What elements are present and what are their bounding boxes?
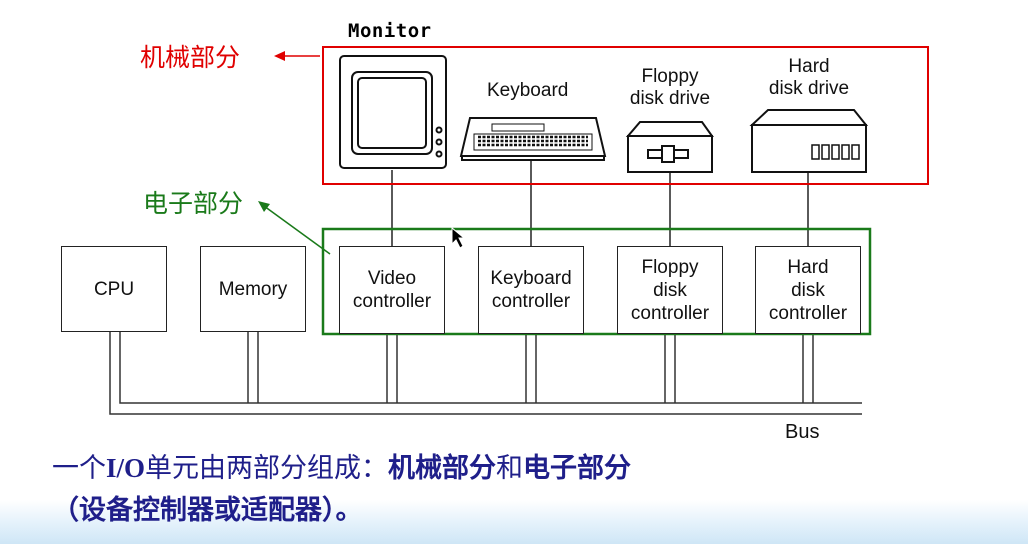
memory-box: Memory [200, 246, 306, 332]
hard-disk-controller-line1: Hard [787, 256, 829, 278]
floppy-drive-label-line2: disk drive [629, 88, 711, 109]
floppy-controller-line1: Floppy [641, 256, 699, 278]
hard-drive-label-line2: disk drive [768, 78, 850, 99]
bus [109, 332, 862, 415]
electronic-arrow [258, 201, 331, 255]
hard-disk-controller-line2: disk [791, 279, 825, 301]
video-controller-line1: Video [367, 268, 417, 289]
mechanical-arrow [274, 51, 320, 61]
caption-part3: 单元由两部分组成： [145, 453, 389, 484]
monitor-label: Monitor [348, 20, 432, 42]
mechanical-part-label: 机械部分 [140, 43, 241, 72]
hard-disk-controller-line3: controller [768, 302, 848, 324]
keyboard-icon [459, 117, 607, 161]
monitor-icon [339, 55, 447, 169]
caption-controller-note: （设备控制器或适配器）。 [52, 495, 363, 526]
floppy-drive-icon [625, 121, 714, 173]
floppy-drive-label-line1: Floppy [641, 66, 699, 87]
caption: 一个I/O单元由两部分组成：机械部分和电子部分 （设备控制器或适配器）。 [52, 447, 1012, 532]
caption-electronic: 电子部分 [523, 453, 632, 484]
floppy-controller-box: Floppy disk controller [617, 246, 723, 334]
floppy-controller-line2: disk [653, 279, 687, 301]
caption-mechanical: 机械部分 [388, 453, 497, 484]
keyboard-controller-line2: controller [491, 291, 571, 312]
electronic-part-frame [321, 227, 872, 336]
keyboard-controller-line1: Keyboard [490, 268, 572, 289]
keyboard-controller-box: Keyboard controller [478, 246, 584, 334]
floppy-drive-label: Floppy disk drive [624, 66, 716, 110]
cpu-box: CPU [61, 246, 167, 332]
memory-label: Memory [218, 278, 288, 300]
hard-disk-controller-box: Hard disk controller [755, 246, 861, 334]
caption-and: 和 [496, 453, 524, 484]
video-controller-line2: controller [352, 291, 432, 312]
bus-label: Bus [785, 421, 820, 443]
cpu-label: CPU [93, 278, 135, 300]
mechanical-part-frame [322, 46, 929, 185]
video-controller-box: Video controller [339, 246, 445, 334]
hard-drive-label-line1: Hard [788, 56, 830, 77]
decorative-wave [0, 500, 1028, 544]
electronic-part-label: 电子部分 [143, 189, 244, 218]
keyboard-label: Keyboard [487, 80, 569, 101]
floppy-controller-line3: controller [630, 302, 710, 324]
caption-part1: 一个 [52, 453, 106, 484]
hard-drive-icon [749, 109, 869, 173]
hard-drive-label: Hard disk drive [760, 56, 858, 100]
cursor-icon [451, 226, 466, 249]
caption-io: I/O [106, 453, 146, 483]
